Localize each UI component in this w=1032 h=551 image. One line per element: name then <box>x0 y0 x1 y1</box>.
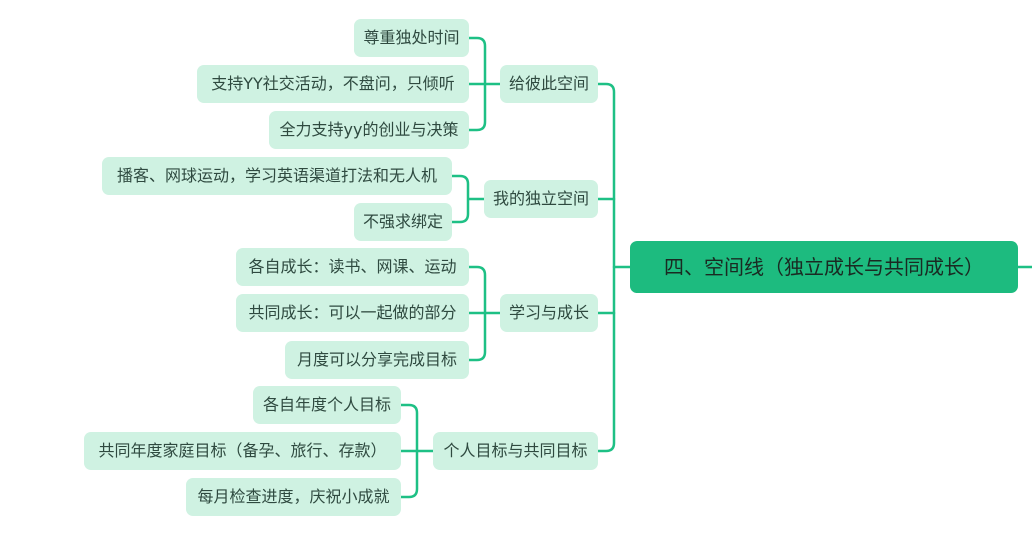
branch-2-lines <box>450 174 486 224</box>
leaf-node[interactable]: 全力支持yy的创业与决策 <box>269 111 469 149</box>
leaf-node[interactable]: 尊重独处时间 <box>354 19 469 57</box>
trunk-branch-lines <box>596 197 616 315</box>
branch-node-learning[interactable]: 学习与成长 <box>500 294 598 332</box>
leaf-node[interactable]: 播客、网球运动，学习英语渠道打法和无人机 <box>102 157 452 195</box>
leaf-node[interactable]: 月度可以分享完成目标 <box>285 341 469 379</box>
leaf-node[interactable]: 共同年度家庭目标（备孕、旅行、存款） <box>84 432 401 470</box>
branch-node-goals[interactable]: 个人目标与共同目标 <box>433 432 598 470</box>
branch-node-my-space[interactable]: 我的独立空间 <box>484 180 598 218</box>
branch-1-lines <box>467 36 502 132</box>
leaf-node[interactable]: 不强求绑定 <box>354 203 452 241</box>
leaf-node[interactable]: 支持YY社交活动，不盘问，只倾听 <box>197 65 469 103</box>
leaf-node[interactable]: 共同成长：可以一起做的部分 <box>236 294 469 332</box>
leaf-node[interactable]: 各自年度个人目标 <box>253 386 401 424</box>
branch-node-give-space[interactable]: 给彼此空间 <box>500 65 598 103</box>
root-node[interactable]: 四、空间线（独立成长与共同成长） <box>630 241 1018 293</box>
leaf-node[interactable]: 每月检查进度，庆祝小成就 <box>186 478 401 516</box>
branch-4-lines <box>399 403 435 499</box>
trunk-line <box>596 82 616 453</box>
leaf-node[interactable]: 各自成长：读书、网课、运动 <box>236 248 469 286</box>
branch-3-lines <box>467 265 502 362</box>
